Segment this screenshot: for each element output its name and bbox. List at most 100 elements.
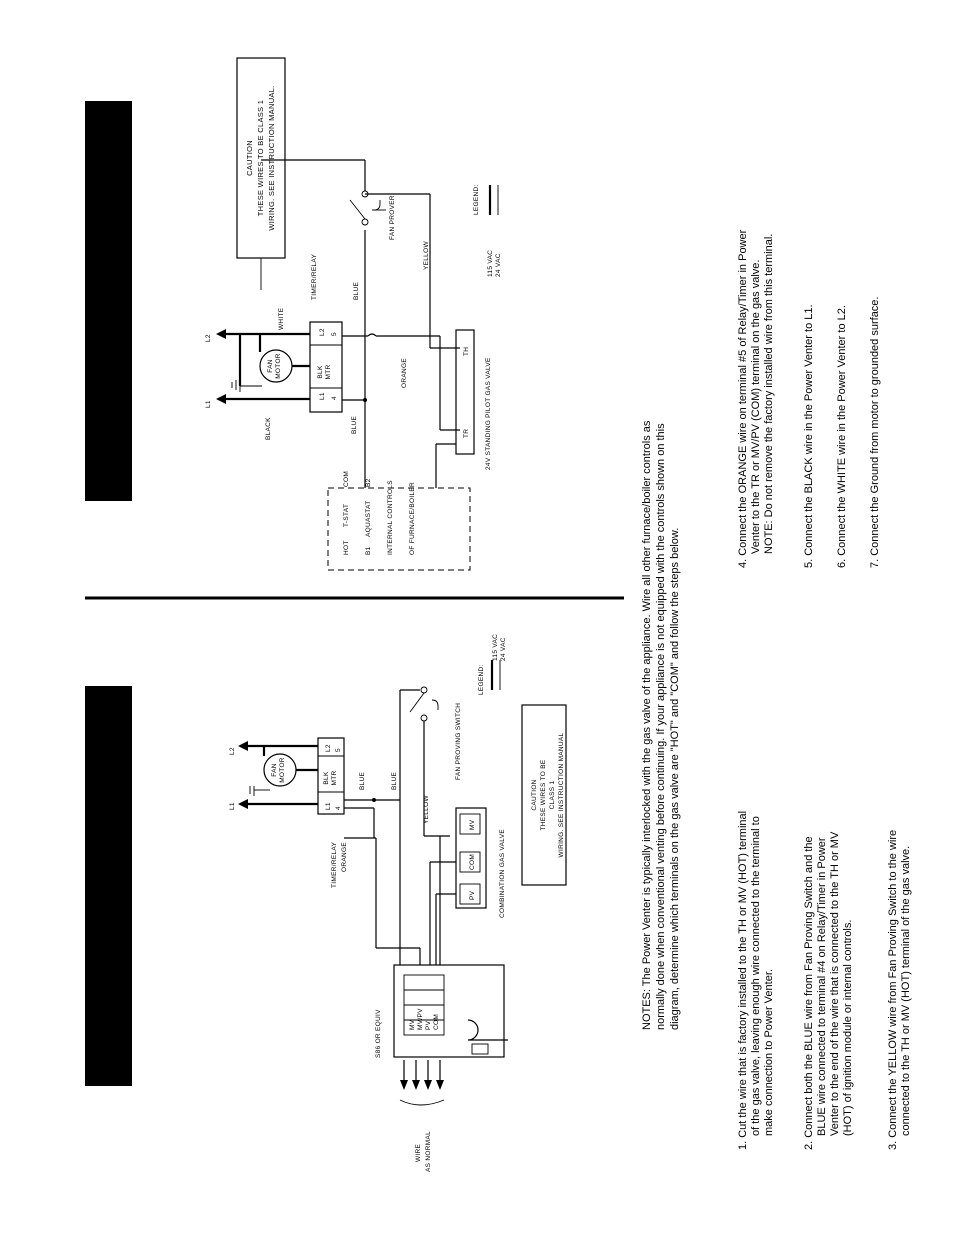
step-2-line-3: Venter to the end of the wire that is co… (829, 831, 841, 1136)
top-orange-label: ORANGE (401, 358, 408, 388)
bottom-legend-24: 24 VAC (500, 637, 507, 661)
top-ctrl-b2: B2 (365, 478, 372, 487)
top-ctrl-internal: INTERNAL CONTROLS (387, 480, 394, 555)
top-internal-controls-box (327, 487, 471, 571)
top-section-bar (85, 101, 132, 501)
top-gas-valve-th: TH (463, 347, 470, 356)
notes-line-3: diagram, determine which terminals on th… (669, 528, 681, 1030)
steps-left: 1. Cut the wire that is factory installe… (737, 811, 912, 1150)
bottom-gas-valve-label: COMBINATION GAS VALVE (499, 829, 506, 918)
step-2-line-2: BLUE wire connected to terminal #4 on Re… (816, 837, 828, 1136)
top-fan-prover-label: FAN PROVER (389, 195, 396, 240)
bottom-relay-l2: L2 (325, 744, 332, 752)
top-ctrl-aquastat: AQUASTAT (365, 501, 372, 537)
bottom-mtr-label: MTR (331, 771, 338, 786)
notes-line-2: normally done when conventional venting … (655, 423, 667, 1030)
step-3-line-2: connected to the TH or MV (HOT) terminal… (900, 846, 912, 1136)
top-gas-valve-tr: TR (463, 429, 470, 438)
top-timer-relay-label: TIMER/RELAY (311, 253, 318, 300)
top-relay-l1: L1 (319, 392, 326, 400)
notes-block: NOTES: The Power Venter is typically int… (641, 420, 681, 1030)
top-ctrl-tstat: T-STAT (343, 504, 350, 527)
bottom-caution-title: CAUTION (531, 779, 538, 810)
notes-line-1: NOTES: The Power Venter is typically int… (641, 420, 653, 1030)
top-ctrl-of-furnace: OF FURNACE/BOILER (409, 482, 416, 555)
bottom-ignition-module (393, 964, 505, 1058)
top-black-label: BLACK (265, 417, 272, 440)
steps-right: 4. Connect the ORANGE wire on terminal #… (737, 229, 881, 568)
top-relay-l2: L2 (319, 328, 326, 336)
top-relay-5: 5 (331, 332, 338, 336)
top-gas-valve-label: 24V STANDING PILOT GAS VALVE (485, 357, 492, 470)
top-ctrl-com: COM (343, 471, 350, 487)
top-blue-label-2: BLUE (353, 281, 360, 300)
bottom-gas-valve (455, 807, 487, 909)
top-yellow-label: YELLOW (423, 241, 430, 270)
step-2-line-4: (HOT) of ignition module or internal con… (842, 920, 854, 1136)
bottom-as-normal-label: AS NORMAL (425, 1131, 432, 1172)
top-white-label: WHITE (278, 307, 285, 330)
top-ctrl-hot: HOT (343, 540, 350, 555)
top-caution-line1: THESE WIRES TO BE CLASS 1 (256, 100, 265, 216)
bottom-caution-line2: CLASS 1 (549, 781, 556, 810)
bottom-orange-label: ORANGE (341, 842, 348, 872)
step-6-line-1: 6. Connect the WHITE wire in the Power V… (836, 305, 848, 568)
bottom-fan-motor-label-2: MOTOR (279, 757, 286, 783)
step-1-line-1: 1. Cut the wire that is factory installe… (737, 811, 749, 1150)
bottom-module-mv: MV (409, 1019, 416, 1030)
step-2-line-1: 2. Connect both the BLUE wire from Fan P… (803, 836, 815, 1150)
bottom-wiring-diagram: LEGEND: 115 VAC 24 VAC CAUTION THESE WIR… (229, 634, 567, 1172)
top-l2-label: L2 (205, 334, 212, 342)
step-4-line-2: Venter to the TR or MV/PV (COM) terminal… (750, 260, 762, 554)
top-relay-block (309, 321, 343, 413)
bottom-wire-label: WIRE (415, 1143, 422, 1162)
step-4-line-3: NOTE: Do not remove the factory installe… (763, 234, 775, 554)
bottom-yellow-label: YELLOW (423, 795, 430, 824)
top-ctrl-b1: B1 (365, 546, 372, 555)
top-legend-24: 24 VAC (495, 253, 502, 277)
bottom-module-com: COM (433, 1014, 440, 1030)
top-caution-title: CAUTION (245, 140, 254, 176)
bottom-blue-label-1: BLUE (359, 771, 366, 790)
top-mtr-label: MTR (325, 365, 332, 380)
top-blue-label-1: BLUE (351, 415, 358, 434)
top-legend-115: 115 VAC (487, 250, 494, 277)
bottom-relay-l1: L1 (325, 802, 332, 810)
bottom-fan-motor-label-1: FAN (271, 763, 278, 777)
top-fan-motor-label-1: FAN (267, 359, 274, 373)
bottom-blk-label: BLK (323, 771, 330, 785)
step-5-line-1: 5. Connect the BLACK wire in the Power V… (803, 304, 815, 568)
bottom-relay-block (317, 737, 345, 815)
bottom-fan-switch-label: FAN PROVING SWITCH (455, 703, 462, 780)
bottom-l2-label: L2 (229, 747, 236, 755)
bottom-gas-valve-pv: PV (469, 890, 476, 900)
bottom-caution-line3: WIRING. SEE INSTRUCTION MANUAL (558, 732, 565, 857)
bottom-module-mvpv: MV/PV (417, 1008, 424, 1030)
bottom-gas-valve-com: COM (469, 854, 476, 870)
top-legend-title: LEGEND: (473, 184, 480, 215)
bottom-gas-valve-mv: MV (469, 819, 476, 830)
bottom-blue-label-2: BLUE (391, 771, 398, 790)
top-relay-4: 4 (331, 396, 338, 400)
step-7-line-1: 7. Connect the Ground from motor to grou… (869, 297, 881, 568)
top-caution-line2: WIRING. SEE INSTRUCTION MANUAL. (267, 85, 276, 230)
top-wiring-diagram: CAUTION THESE WIRES TO BE CLASS 1 WIRING… (205, 57, 502, 571)
bottom-legend-115: 115 VAC (492, 634, 499, 661)
bottom-module-label: S86 OR EQUIV (375, 1009, 382, 1058)
bottom-relay-4: 4 (335, 806, 342, 810)
top-l1-label: L1 (205, 400, 212, 408)
top-blk-label: BLK (317, 365, 324, 379)
top-fan-motor-label-2: MOTOR (275, 353, 282, 379)
bottom-section-bar (85, 686, 132, 1086)
top-gas-valve (455, 329, 475, 455)
step-1-line-2: of the gas valve, leaving enough wire co… (750, 816, 762, 1136)
bottom-module-pv: PV (425, 1020, 432, 1030)
step-1-line-3: make connection to Power Venter. (763, 969, 775, 1136)
step-4-line-1: 4. Connect the ORANGE wire on terminal #… (737, 229, 749, 568)
bottom-relay-5: 5 (335, 748, 342, 752)
bottom-caution-box (521, 704, 567, 886)
bottom-legend-title: LEGEND: (478, 664, 485, 695)
bottom-timer-relay-label: TIMER/RELAY (331, 841, 338, 888)
